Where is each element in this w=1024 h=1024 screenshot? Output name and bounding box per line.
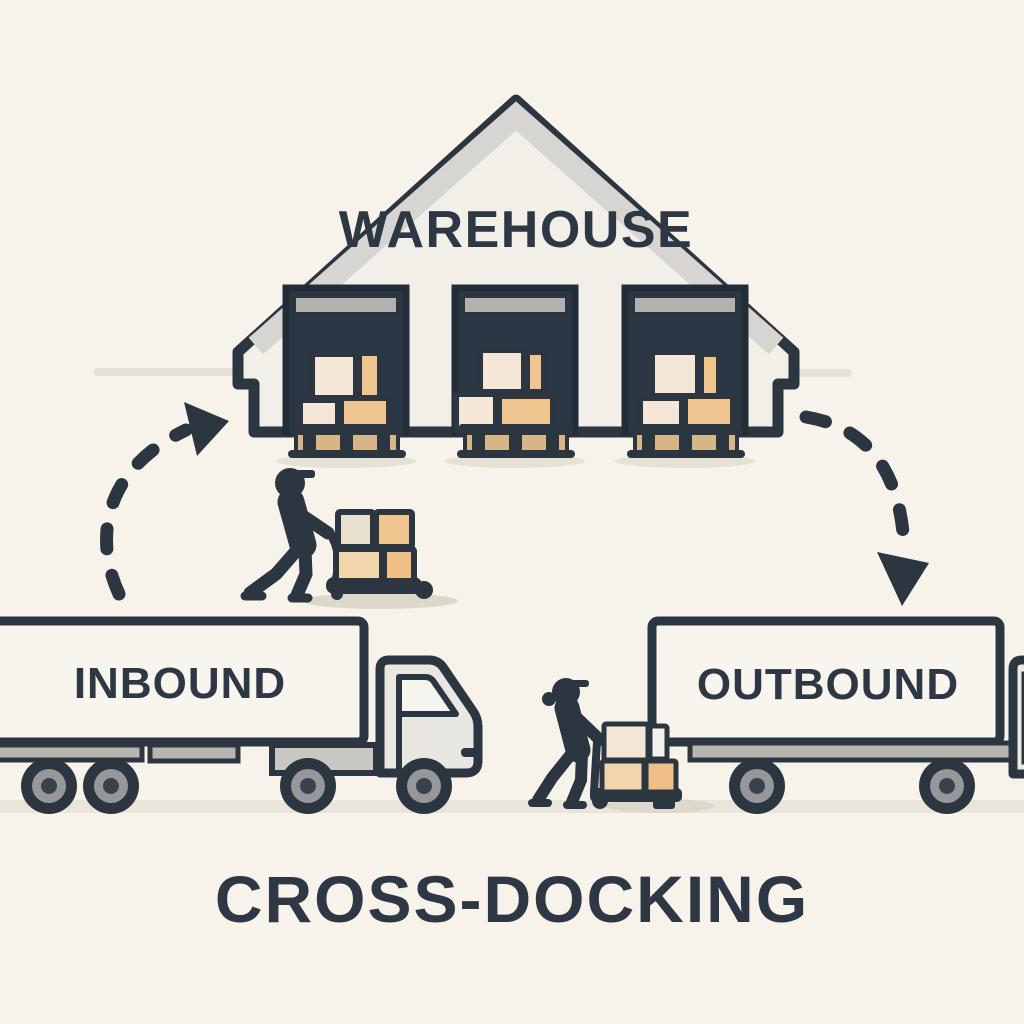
pallet-rail — [288, 450, 406, 458]
wheel-icon — [919, 758, 975, 814]
box — [647, 723, 670, 762]
inbound-cab-handle — [461, 748, 479, 757]
box — [599, 758, 647, 795]
worker-2-back-leg — [532, 747, 578, 806]
wheel-icon — [729, 758, 785, 814]
pallet-foot — [472, 435, 485, 454]
outbound-arrow-dashes — [799, 410, 911, 552]
box — [335, 509, 376, 550]
pallet-foot — [679, 435, 692, 454]
box — [309, 351, 359, 401]
outbound-trailer-label: OUTBOUND — [697, 660, 959, 709]
roof-band — [248, 101, 784, 355]
inbound-truck: INBOUND — [0, 616, 483, 814]
inbound-wheels — [21, 758, 452, 814]
inbound-trailer — [0, 616, 369, 747]
outbound-arrowhead-icon — [877, 552, 929, 606]
worker-1-silhouette — [240, 468, 335, 603]
pallet-foot — [546, 435, 559, 454]
pallet-stack-2 — [453, 347, 575, 458]
pallet-foot — [642, 435, 655, 454]
pallet-foot — [509, 435, 522, 454]
box — [601, 721, 651, 763]
inbound-trailer-label: INBOUND — [74, 659, 286, 708]
dock-door-1-lintel — [292, 294, 400, 316]
box — [373, 509, 415, 550]
wheel-icon — [21, 758, 77, 814]
box — [381, 546, 417, 584]
outbound-chassis — [687, 740, 1024, 763]
outbound-wheels — [729, 758, 975, 814]
hand-truck-wheel — [592, 793, 608, 809]
worker-2-silhouette — [528, 678, 606, 809]
pallet-jack-wheel — [331, 588, 343, 600]
pallet-jack-shadow — [302, 593, 458, 609]
pallet-jack-wheel — [415, 581, 433, 599]
worker-2-front-leg — [566, 747, 588, 808]
ground-band — [0, 800, 1024, 813]
pallet-rail — [627, 450, 745, 458]
box — [356, 350, 383, 401]
wheel-icon — [280, 758, 336, 814]
warehouse-building: WAREHOUSE — [232, 94, 800, 468]
box — [333, 546, 385, 584]
box — [477, 347, 527, 395]
pallet-rail — [457, 450, 575, 458]
dock-door-3-lintel — [631, 294, 739, 316]
worker-1-back-leg — [243, 543, 304, 600]
pallet-foot — [340, 435, 353, 454]
worker-1-cap-icon — [293, 470, 315, 478]
worker-2-ponytail — [542, 692, 556, 706]
inbound-arrowhead-icon — [184, 402, 229, 456]
inbound-arrow-dashes — [100, 423, 193, 601]
inbound-chassis — [0, 742, 145, 763]
inbound-cab-window — [396, 674, 459, 717]
wheel-icon — [83, 758, 139, 814]
outbound-truck: OUTBOUND — [646, 616, 1024, 814]
worker-1-front-leg — [290, 543, 313, 602]
worker-with-pallet-jack — [240, 468, 458, 609]
worker-2-arm — [568, 709, 606, 746]
box — [643, 758, 679, 795]
worker-2-cap-icon — [569, 680, 589, 687]
inbound-chassis — [147, 742, 241, 764]
hand-truck-foot — [653, 799, 675, 809]
worker-with-hand-truck — [528, 678, 715, 813]
outbound-flow-arrow — [799, 410, 929, 606]
warehouse-sign: WAREHOUSE — [339, 201, 693, 259]
outbound-cab-partial — [1008, 655, 1024, 779]
inbound-flow-arrow — [100, 402, 229, 601]
pallet-foot — [377, 435, 390, 454]
pallet-foot — [303, 435, 316, 454]
hand-truck-handle — [590, 738, 601, 796]
diagram-title: CROSS-DOCKING — [215, 862, 809, 936]
worker-1-arm — [290, 505, 335, 540]
pallet-foot — [716, 435, 729, 454]
box — [698, 351, 722, 399]
box — [524, 349, 547, 395]
pallet-stack-3 — [627, 349, 745, 458]
dock-door-2-lintel — [461, 294, 569, 316]
wheel-icon — [396, 758, 452, 814]
pallet-stack-1 — [288, 350, 406, 458]
box — [649, 349, 701, 399]
